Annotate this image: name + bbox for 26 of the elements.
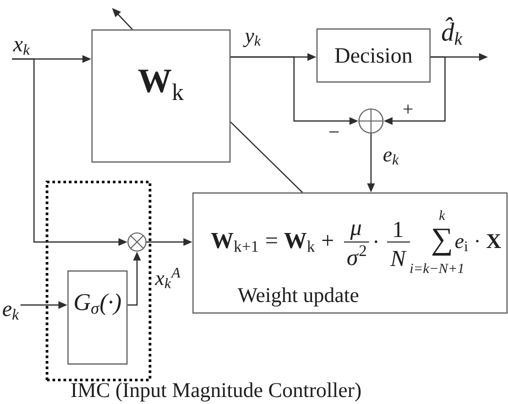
node-label: · [374, 240, 378, 244]
signal-label: e$_{k}$ [2, 306, 20, 320]
signal-label: x$_{k}$ [12, 41, 30, 55]
edge-label: x$_{k}$A [154, 268, 180, 288]
edge-label: y$_{k}$ [243, 32, 261, 48]
edge-label: d̂$_{k}$ [442, 17, 463, 45]
node-label: W$_{k+1}$ = W$_{k}$ + [211, 232, 333, 252]
process-box: Decision [316, 28, 431, 83]
node-label: 1 [394, 222, 402, 238]
edge-label: e$_{k}$ [383, 152, 399, 164]
connector-line [230, 122, 303, 193]
node-label: μ [350, 224, 362, 240]
edge-label: − [329, 131, 339, 132]
box-caption: Weight update [238, 287, 358, 307]
node-label: N [390, 250, 407, 266]
node-label: e$_{i}$ · X [455, 234, 502, 252]
process-box: W$_{k}$ [91, 29, 231, 163]
summing-junction [358, 108, 384, 134]
process-box: G$_{σ}$(·) [67, 270, 128, 365]
edge-label: + [404, 104, 412, 114]
node-label: ∑ [432, 228, 451, 256]
frame-caption: IMC (Input Magnitude Controller) [71, 382, 361, 402]
multiplier-junction [127, 232, 147, 252]
node-label: σ$^{2}$ [347, 245, 366, 266]
node-label: k [439, 210, 446, 220]
process-box [192, 192, 508, 314]
